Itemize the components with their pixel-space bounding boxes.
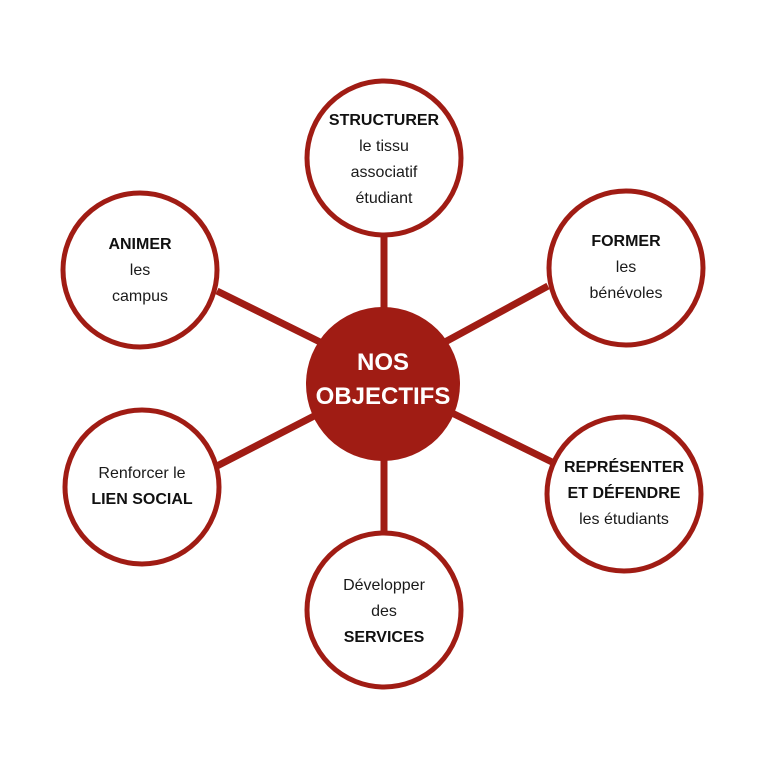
node-former-circle	[546, 188, 706, 348]
node-renforcer-label: Renforcer le LIEN SOCIAL	[67, 460, 217, 514]
connector-renforcer	[215, 410, 320, 470]
connector-former	[443, 282, 550, 346]
node-animer-circle	[60, 190, 220, 350]
node-former-label: FORMER les bénévoles	[556, 228, 696, 308]
node-representer-label: REPRÉSENTER ET DÉFENDRE les étudiants	[544, 454, 704, 534]
node-renforcer-title: LIEN SOCIAL	[91, 491, 193, 508]
node-developper-line2: des	[371, 603, 397, 620]
node-animer-title: ANIMER	[108, 236, 172, 253]
connector-representer	[448, 408, 554, 466]
node-representer-circle	[544, 414, 704, 574]
node-representer-line3: les étudiants	[579, 511, 669, 528]
node-structurer-label: STRUCTURER le tissu associatif étudiant	[304, 110, 464, 210]
node-representer-title1: REPRÉSENTER	[563, 459, 685, 476]
node-structurer-line4: étudiant	[355, 190, 413, 207]
node-former-line2: les	[615, 259, 637, 276]
node-structurer-circle	[304, 78, 464, 238]
node-structurer-line2: le tissu	[359, 138, 409, 155]
node-animer-line3: campus	[111, 288, 169, 305]
hub-label-line1: NOS	[356, 349, 409, 376]
hub-label: NOS OBJECTIFS	[298, 335, 468, 425]
node-former-title: FORMER	[591, 233, 661, 250]
node-developper-label: Développer des SERVICES	[309, 572, 459, 652]
node-animer-label: ANIMER les campus	[70, 231, 210, 311]
node-developper-line1: Développer	[343, 577, 425, 594]
hub-circle	[306, 307, 460, 461]
node-former-line3: bénévoles	[589, 285, 663, 302]
node-representer-title2: ET DÉFENDRE	[567, 485, 681, 502]
node-developper-circle	[304, 530, 464, 690]
node-structurer-line3: associatif	[350, 164, 418, 181]
node-renforcer-circle	[62, 407, 222, 567]
node-structurer-title: STRUCTURER	[328, 112, 440, 129]
node-developper-title: SERVICES	[343, 629, 425, 646]
connector-animer	[215, 287, 322, 346]
node-animer-line2: les	[129, 262, 151, 279]
node-renforcer-line1: Renforcer le	[98, 465, 186, 482]
hub-label-line2: OBJECTIFS	[315, 383, 451, 410]
